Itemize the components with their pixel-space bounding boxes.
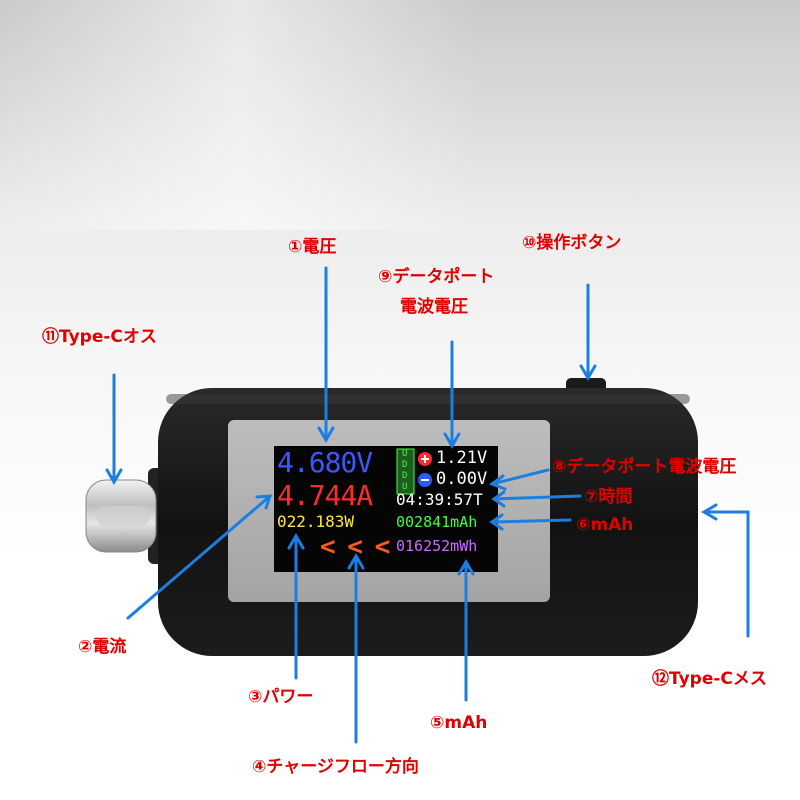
- port-letter: U: [402, 482, 408, 492]
- type-c-plug: [85, 468, 170, 564]
- background-window: [0, 0, 800, 230]
- lcd-screen: [274, 446, 498, 572]
- current-reading: 4.744A: [277, 479, 373, 512]
- label-data-port-wave-right: ⑧データポート電波電圧: [552, 457, 737, 477]
- energy-mwh: 016252mWh: [396, 537, 478, 555]
- label-charge-flow: ④チャージフロー方向: [252, 757, 419, 777]
- flow-arrow-icon: < < <: [320, 532, 390, 562]
- elapsed-time: 04:39:57T: [396, 490, 483, 509]
- port-indicator-icon: [396, 448, 415, 495]
- label-mah-6: ⑥mAh: [576, 515, 634, 535]
- power-reading: 022.183W: [277, 512, 355, 531]
- label-voltage: ①電圧: [288, 237, 337, 257]
- label-mah-5: ⑤mAh: [430, 713, 488, 733]
- dplus-voltage: 1.21V: [436, 448, 488, 468]
- label-current: ②電流: [78, 637, 127, 657]
- voltage-reading: 4.680V: [277, 446, 373, 479]
- capacity-mah: 002841mAh: [396, 513, 478, 531]
- port-letter: U: [402, 449, 408, 459]
- label-type-c-female: ⑫Type-Cメス: [652, 669, 767, 689]
- port-letter: D: [402, 460, 408, 470]
- dminus-voltage: 0.00V: [436, 469, 488, 489]
- label-power: ③パワー: [248, 687, 314, 707]
- port-letter: D: [402, 471, 408, 481]
- label-type-c-male: ⑪Type-Cオス: [42, 327, 157, 347]
- minus-circle-icon: [418, 473, 432, 487]
- pointer-arrows: [105, 266, 750, 744]
- label-data-port-wave: 電波電圧: [400, 297, 468, 317]
- label-button: ⑩操作ボタン: [522, 233, 622, 253]
- plus-circle-icon: [418, 452, 432, 466]
- label-data-port: ⑨データポート: [378, 267, 495, 287]
- label-time: ⑦時間: [584, 487, 633, 507]
